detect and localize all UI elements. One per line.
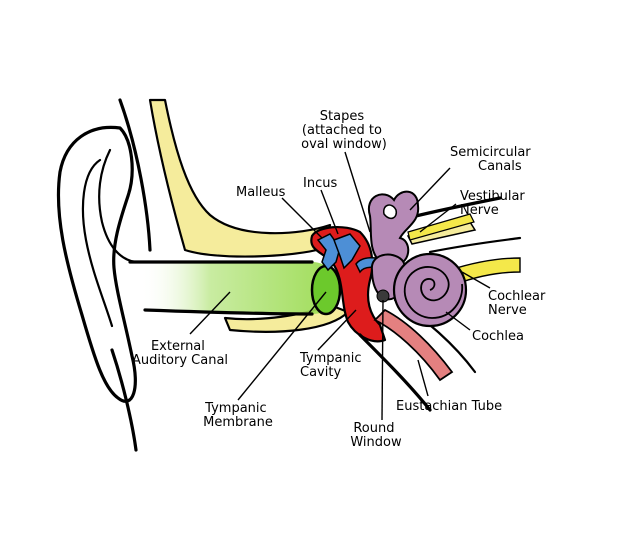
cochlear-nerve-shape	[449, 257, 521, 285]
auricle-helix	[98, 148, 138, 264]
label-round-window: Round Window	[350, 421, 402, 450]
label-vestibular-nerve: Vestibular Nerve	[460, 189, 529, 218]
label-cochlear-nerve: Cochlear Nerve	[488, 289, 549, 318]
label-malleus: Malleus	[236, 185, 286, 200]
label-external-auditory-canal: External Auditory Canal	[132, 339, 228, 368]
semicircular-loop-inner	[383, 204, 398, 220]
semicircular-canals-shape	[367, 190, 420, 266]
vestibular-nerve-shape	[407, 213, 475, 241]
label-eustachian-tube: Eustachian Tube	[396, 399, 502, 414]
label-tympanic-cavity: Tympanic Cavity	[299, 351, 366, 380]
leader-eustachian	[417, 359, 429, 397]
tympanic-membrane-shape	[310, 264, 342, 316]
tube-wall-lower	[358, 333, 432, 412]
leader-round-window	[381, 299, 384, 421]
leader-stapes	[344, 151, 371, 233]
leader-vestibular	[419, 203, 457, 233]
auricle-inner-fold	[81, 158, 114, 328]
incus-shape	[333, 233, 361, 270]
eustachian-tube-shape	[373, 308, 454, 382]
canal-fill	[140, 262, 340, 314]
auricle	[56, 125, 137, 403]
label-cochlea: Cochlea	[472, 329, 524, 344]
leader-membrane	[237, 291, 327, 401]
leader-cochlea	[445, 311, 471, 331]
label-tympanic-membrane: Tympanic Membrane	[203, 401, 273, 430]
cochlea-spiral	[403, 266, 464, 319]
label-incus: Incus	[303, 176, 337, 191]
neck-outline	[110, 348, 138, 452]
leader-cochlear-nerve	[461, 271, 491, 289]
skull-line-mid	[428, 236, 522, 254]
canal-bottom-wall	[143, 308, 314, 316]
leader-semicircular	[409, 167, 451, 211]
leader-incus	[320, 189, 339, 235]
leader-malleus	[281, 197, 323, 239]
label-semicircular-canals: Semicircular Canals	[450, 145, 535, 174]
head-outline	[118, 98, 152, 252]
leader-external	[189, 291, 231, 335]
label-stapes: Stapes (attached to oval window)	[301, 109, 387, 152]
leader-cavity	[317, 309, 357, 351]
